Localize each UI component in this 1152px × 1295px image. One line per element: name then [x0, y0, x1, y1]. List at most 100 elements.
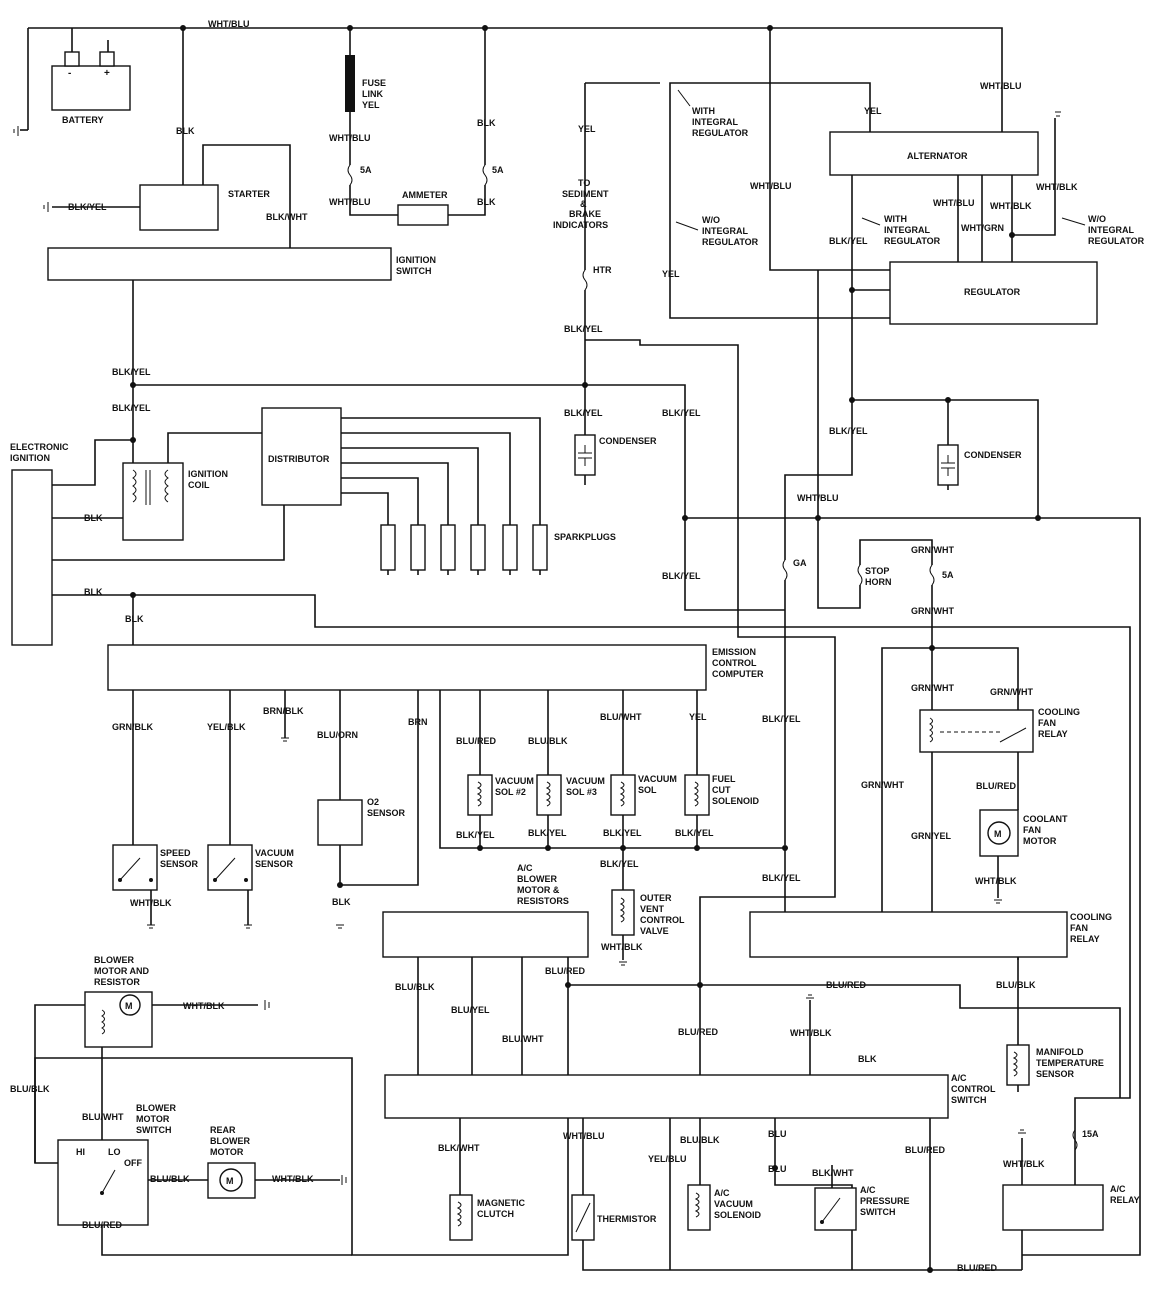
coolant-fan-motor-symbol: M [979, 809, 1019, 857]
rear-blower-motor-symbol: M [207, 1162, 256, 1199]
note-wo-integral-left-1: W/O [702, 215, 720, 225]
wire-label: YEL [578, 124, 596, 134]
blower-motor-switch-label-2: MOTOR [136, 1114, 170, 1124]
vacuum-sol2-label-1: VACUUM [495, 776, 534, 786]
wire-label: WHT/BLK [1036, 182, 1078, 192]
wire-label: BLK/YEL [564, 408, 603, 418]
ac-relay-label-2: RELAY [1110, 1195, 1140, 1205]
note-to-sediment-3: & [580, 199, 587, 209]
wire-label: BLK [125, 614, 144, 624]
wire-label: BLK/WHT [438, 1143, 480, 1153]
battery-symbol: - + [51, 51, 131, 111]
regulator-box [889, 261, 1098, 325]
blower-motor-resistor-label-3: RESISTOR [94, 977, 140, 987]
magnetic-clutch-label-1: MAGNETIC [477, 1198, 525, 1208]
wire-label: BLK/YEL [762, 873, 801, 883]
wire-label: BLU/RED [82, 1220, 122, 1230]
alternator-box [829, 131, 1039, 176]
wire-label: BLU/BLK [10, 1084, 50, 1094]
speed-sensor-symbol [112, 844, 158, 891]
wire-label: WHT/BLK [130, 898, 172, 908]
wire-label: BLK/WHT [266, 212, 308, 222]
fuse-link-label-2: LINK [362, 89, 383, 99]
blower-motor-resistor-label-2: MOTOR AND [94, 966, 149, 976]
wire-label: BLK/YEL [829, 236, 868, 246]
svg-text:M: M [994, 829, 1002, 839]
wire-label: GRN/WHT [990, 687, 1033, 697]
cooling-fan-relay-top [919, 709, 1034, 753]
blower-motor-resistor-symbol: M [84, 991, 153, 1048]
vacuum-sol3-label-1: VACUUM [566, 776, 605, 786]
wire-label: BLK/YEL [762, 714, 801, 724]
wire-label: BLU/BLK [996, 980, 1036, 990]
wire-label: WHT/BLK [601, 942, 643, 952]
note-wo-integral-right-2: INTEGRAL [1088, 225, 1135, 235]
wire-label: BLK/YEL [662, 408, 701, 418]
ac-pressure-switch-label-3: SWITCH [860, 1207, 896, 1217]
wire-label: 5A [492, 165, 504, 175]
wire-label: BLK/YEL [112, 367, 151, 377]
electronic-ignition-box [11, 469, 53, 646]
wire-label: BLU [768, 1164, 787, 1174]
wire-label: WHT/GRN [961, 223, 1004, 233]
emission-computer-label-1: EMISSION [712, 647, 756, 657]
note-with-integral-right-2: INTEGRAL [884, 225, 931, 235]
wires [20, 27, 1141, 1271]
vacuum-sensor-symbol [207, 844, 253, 891]
condenser-right [937, 444, 959, 486]
wire-label: 15A [1082, 1129, 1099, 1139]
wire-label: GRN/WHT [861, 780, 904, 790]
svg-text:M: M [226, 1176, 234, 1186]
condenser-left-label: CONDENSER [599, 436, 657, 446]
wire-label: BLU/BLK [680, 1135, 720, 1145]
svg-text:-: - [68, 68, 71, 79]
battery-label: BATTERY [62, 115, 104, 125]
wire-label: WHT/BLU [797, 493, 839, 503]
wire-label: BRN [408, 717, 428, 727]
wire-label: BLU [768, 1129, 787, 1139]
ac-vacuum-solenoid-label-3: SOLENOID [714, 1210, 762, 1220]
wire-label: WHT/BLK [990, 201, 1032, 211]
wire-label: BLK [84, 513, 103, 523]
wire-label: YEL [689, 712, 707, 722]
component-labels: BATTERY STARTER IGNITION SWITCH FUSE LIN… [10, 78, 1140, 1224]
ammeter-box [397, 204, 449, 226]
vacuum-sol-label-2: SOL [638, 785, 657, 795]
fuel-cut-label-1: FUEL [712, 774, 736, 784]
ac-pressure-switch-symbol [814, 1187, 857, 1231]
ac-relay-box [1002, 1184, 1104, 1231]
wire-label: BLK/YEL [662, 571, 701, 581]
wire-label: BLK/YEL [112, 403, 151, 413]
svg-text:M: M [125, 1001, 133, 1011]
stop-horn-label-1: STOP [865, 566, 889, 576]
wire-label: GRN/YEL [911, 831, 952, 841]
solenoid-symbols [467, 774, 710, 936]
note-to-sediment-4: BRAKE [569, 209, 601, 219]
blower-motor-switch-label-3: SWITCH [136, 1125, 172, 1135]
wire-label: WHT/BLK [272, 1174, 314, 1184]
outer-vent-label-1: OUTER [640, 893, 672, 903]
wire-label: BLU/WHT [82, 1112, 124, 1122]
cooling-fan-relay-top-label-2: FAN [1038, 718, 1056, 728]
wire-label: BLK/YEL [528, 828, 567, 838]
vacuum-sensor-label-1: VACUUM [255, 848, 294, 858]
alternator-label: ALTERNATOR [907, 151, 968, 161]
cooling-fan-relay-top-label-3: RELAY [1038, 729, 1068, 739]
wire-label: GRN/WHT [911, 683, 954, 693]
note-to-sediment-1: TO [578, 178, 590, 188]
outer-vent-label-3: CONTROL [640, 915, 685, 925]
wire-label: BLU/RED [905, 1145, 945, 1155]
manifold-temp-label-1: MANIFOLD [1036, 1047, 1084, 1057]
wire-label: WHT/BLU [563, 1131, 605, 1141]
wire-label: BLK/YEL [564, 324, 603, 334]
ac-blower-resistors-label-3: MOTOR & [517, 885, 560, 895]
cooling-fan-relay-bottom-label-1: COOLING [1070, 912, 1112, 922]
note-wo-integral-right-3: REGULATOR [1088, 236, 1145, 246]
wire-label: BRN/BLK [263, 706, 304, 716]
ac-control-switch-label-3: SWITCH [951, 1095, 987, 1105]
note-to-sediment-5: INDICATORS [553, 220, 608, 230]
wire-label: BLU/ORN [317, 730, 358, 740]
ac-control-switch-label-2: CONTROL [951, 1084, 996, 1094]
blower-motor-switch-label-1: BLOWER [136, 1103, 176, 1113]
coolant-fan-motor-label-1: COOLANT [1023, 814, 1068, 824]
